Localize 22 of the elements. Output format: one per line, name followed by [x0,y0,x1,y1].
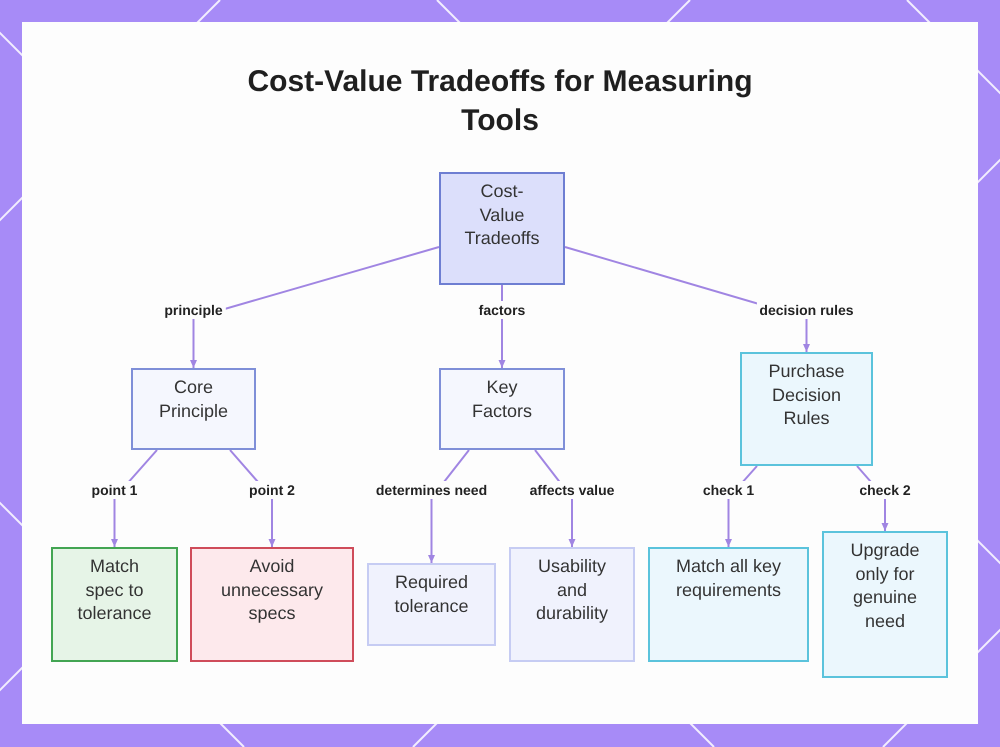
title: Cost-Value Tradeoffs for Measuring Tools [246,64,754,139]
node-label: Key Factors [470,376,533,422]
process-box [509,547,635,662]
process-box [740,352,873,466]
node-label: Cost-Value Tradeoffs [463,180,541,250]
node-label: Core Principle [158,376,230,423]
process-box [131,368,256,450]
process-box [648,547,809,662]
node-label: Avoid unnecessary specs [220,555,324,625]
node-label: Match all key requirements [674,555,782,602]
process-box [367,563,496,646]
node-label: Required tolerance [393,571,470,618]
process-box [439,172,565,285]
node-label: Purchase Decision Rules [767,360,846,430]
node-label: Upgrade only for genuine need [849,539,921,632]
process-box [190,547,354,662]
process-box [822,531,948,678]
process-box [439,368,565,450]
node-label: Match spec to tolerance [76,555,153,625]
node-label: Usability and durability [534,555,610,625]
connector-arrow [190,246,440,368]
process-box [51,547,178,662]
